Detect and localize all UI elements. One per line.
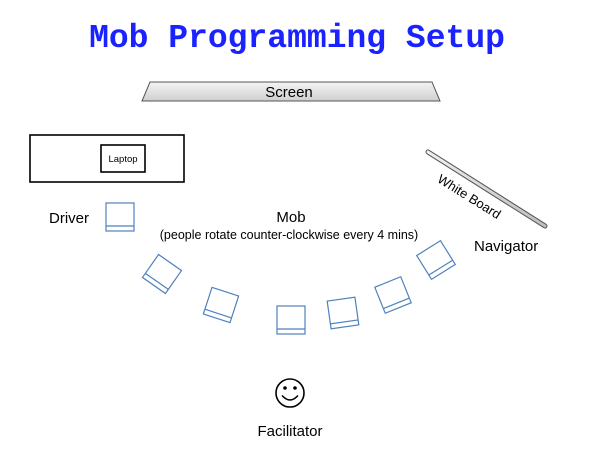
chair-navigator <box>415 239 457 281</box>
screen: Screen <box>141 81 441 102</box>
chair <box>326 296 360 330</box>
chair <box>141 253 183 295</box>
whiteboard: White Board <box>425 149 548 229</box>
whiteboard-shape <box>426 150 547 228</box>
smiley-face-icon <box>275 378 305 408</box>
chair <box>276 305 306 335</box>
screen-label: Screen <box>265 84 313 101</box>
diagram-title: Mob Programming Setup <box>89 20 505 57</box>
chair <box>373 275 413 315</box>
driver-label: Driver <box>49 210 89 227</box>
mob-label: Mob <box>276 209 305 226</box>
screen-shape <box>141 81 441 102</box>
laptop-box <box>100 144 146 173</box>
laptop-label: Laptop <box>108 154 137 165</box>
navigator-label: Navigator <box>474 238 538 255</box>
chair-driver <box>105 202 135 232</box>
desk: Laptop <box>29 134 185 183</box>
facilitator-label: Facilitator <box>257 423 322 440</box>
mob-rotation-note: (people rotate counter-clockwise every 4… <box>160 228 418 242</box>
chair <box>202 286 240 324</box>
